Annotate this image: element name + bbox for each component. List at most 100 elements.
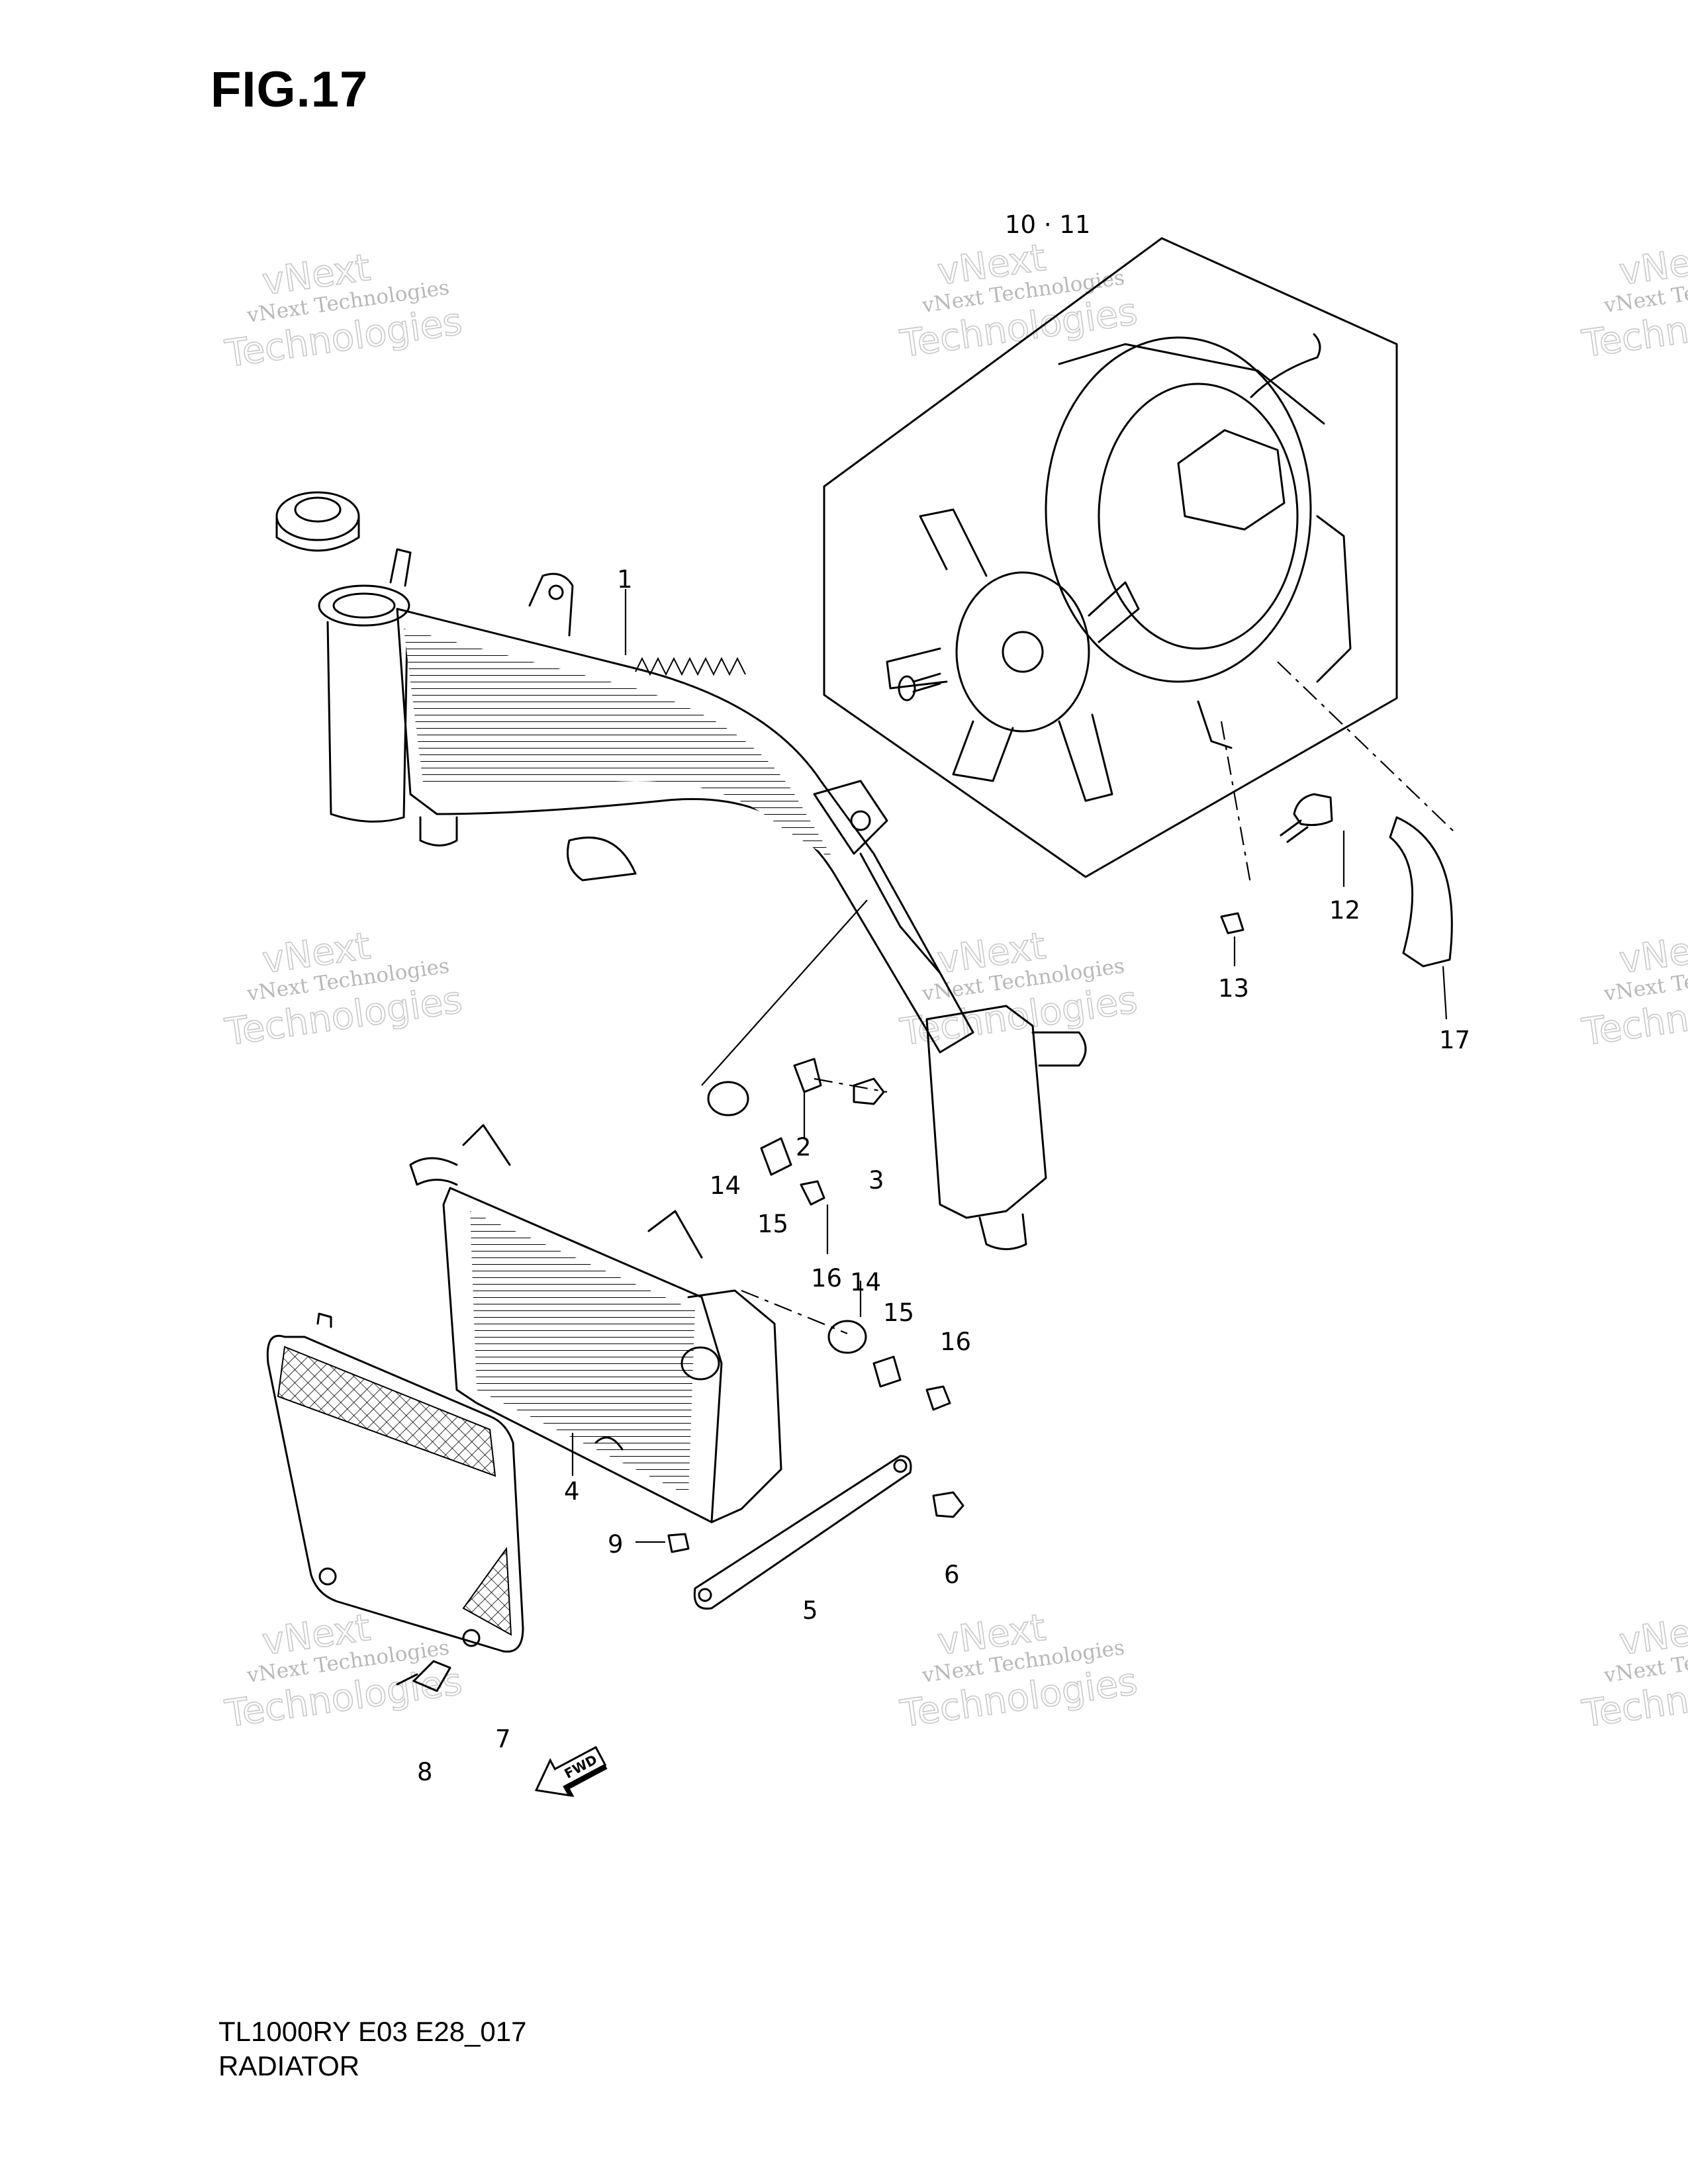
callout-13: 13 bbox=[1218, 974, 1249, 1003]
fan-blade-bottom-right bbox=[1058, 713, 1113, 802]
callout-5: 5 bbox=[802, 1596, 818, 1625]
callout-15-upper: 15 bbox=[757, 1210, 788, 1238]
grommet-leader-dash bbox=[741, 1289, 848, 1335]
watermark-2: vNext vNext Technologies Technologies bbox=[897, 236, 1141, 367]
grommet-14-lower bbox=[827, 1320, 867, 1354]
cooling-fan-group bbox=[823, 237, 1398, 878]
grille-mesh-top bbox=[277, 1345, 496, 1477]
callout-3: 3 bbox=[868, 1166, 884, 1195]
footer-section-name: RADIATOR bbox=[218, 2050, 360, 2081]
radiator-cap-outer bbox=[275, 491, 360, 541]
callout-labels: 1 2 3 4 5 6 7 8 9 10 · 11 12 13 14 15 16… bbox=[417, 210, 1470, 1786]
grille-mesh-bottom bbox=[462, 1547, 512, 1636]
left-tank bbox=[326, 621, 408, 823]
band-17-leader-dash bbox=[1277, 661, 1457, 835]
fan-wire-lead bbox=[1250, 333, 1321, 398]
upper-radiator-part-1 bbox=[275, 491, 1087, 1250]
fan-screw-head bbox=[898, 675, 916, 702]
filler-neck-inner bbox=[332, 592, 396, 619]
callout-16-upper: 16 bbox=[811, 1264, 842, 1293]
top-mounting-bracket bbox=[528, 572, 574, 637]
lower-side-bracket bbox=[567, 837, 637, 882]
fan-leg-bracket bbox=[1197, 700, 1233, 749]
nut-13 bbox=[1220, 912, 1244, 934]
right-mounting-bracket bbox=[813, 780, 888, 855]
stay-bracket bbox=[693, 1455, 912, 1610]
screw-8-tip bbox=[396, 1673, 418, 1686]
stay-bracket-part-5 bbox=[693, 1455, 912, 1610]
core-top-edge-teeth bbox=[635, 657, 746, 676]
fan-blade-center bbox=[1002, 631, 1044, 673]
right-tank-drain bbox=[978, 1213, 1027, 1250]
watermark-7: vNext vNext Technologies Technologies bbox=[222, 1606, 465, 1737]
screw-8 bbox=[412, 1660, 451, 1692]
footer-model-code: TL1000RY E03 E28_017 bbox=[218, 2016, 527, 2047]
lower-radiator-right-tank bbox=[687, 1289, 782, 1524]
callout-7: 7 bbox=[495, 1725, 511, 1753]
fwd-arrow-shadow bbox=[542, 1764, 608, 1797]
fan-blade-hub bbox=[955, 571, 1090, 733]
stay-bracket-hole-1 bbox=[698, 1588, 712, 1602]
fwd-arrow: FWD bbox=[534, 1746, 608, 1797]
radiator-cap-inner bbox=[294, 496, 342, 523]
mounting-hardware bbox=[701, 899, 951, 1411]
callout-14-lower: 14 bbox=[850, 1268, 881, 1297]
bracket-hole bbox=[548, 584, 564, 600]
callout-14-upper: 14 bbox=[710, 1171, 741, 1200]
watermark-6: vNext vNext Technologies Technologies bbox=[1579, 924, 1688, 1055]
grille-mount-hole-2 bbox=[462, 1629, 481, 1647]
watermark-8: vNext vNext Technologies Technologies bbox=[897, 1606, 1141, 1737]
lower-radiator-core bbox=[442, 1187, 723, 1524]
grommet-14-upper bbox=[707, 1081, 749, 1116]
watermark-5: vNext vNext Technologies Technologies bbox=[897, 924, 1141, 1055]
fan-blade-left bbox=[886, 647, 948, 690]
grille-frame bbox=[266, 1335, 524, 1653]
callout-15-lower: 15 bbox=[883, 1298, 914, 1327]
bolt-3 bbox=[853, 1077, 885, 1105]
bolt-6 bbox=[932, 1491, 964, 1518]
watermark-9: vNext vNext Technologies Technologies bbox=[1579, 1606, 1688, 1737]
collar-15-upper bbox=[760, 1137, 792, 1176]
leader-17 bbox=[1442, 966, 1448, 1020]
bracket-2 bbox=[793, 1058, 822, 1093]
watermark-3: vNext vNext Technologies Technologies bbox=[1579, 236, 1688, 367]
callout-leaders bbox=[571, 589, 1448, 1543]
nut-13-leader-dash bbox=[1220, 721, 1252, 887]
fan-shroud-top-edge bbox=[1058, 343, 1325, 425]
fan-shroud-outer bbox=[1045, 336, 1312, 683]
lower-radiator-top-bracket bbox=[462, 1124, 511, 1166]
band-17 bbox=[1389, 816, 1453, 968]
lower-radiator-mid-bracket bbox=[647, 1210, 703, 1259]
fan-fasteners bbox=[1220, 661, 1457, 968]
lower-radiator-part-4 bbox=[409, 1124, 782, 1524]
callout-4: 4 bbox=[564, 1477, 580, 1506]
callout-17: 17 bbox=[1439, 1026, 1470, 1054]
bolt-3-leader-dash bbox=[814, 1077, 888, 1093]
right-bracket-hole bbox=[850, 810, 871, 831]
radiator-fin-area bbox=[404, 629, 834, 860]
lower-radiator-fins bbox=[470, 1211, 695, 1496]
stay-bracket-hole-2 bbox=[893, 1459, 908, 1473]
core-lower-rail bbox=[859, 852, 941, 974]
lower-radiator-inlet-pipe bbox=[409, 1157, 458, 1186]
collar-15-lower bbox=[872, 1355, 902, 1388]
callout-6: 6 bbox=[944, 1561, 960, 1589]
callout-8: 8 bbox=[417, 1758, 433, 1786]
bolt-16-lower bbox=[925, 1385, 951, 1411]
fan-blade-top bbox=[919, 508, 988, 577]
lower-outlet-pipe bbox=[419, 816, 458, 846]
right-lower-tank bbox=[925, 1005, 1047, 1219]
watermark-4: vNext vNext Technologies Technologies bbox=[222, 924, 465, 1055]
fan-screw-shank bbox=[912, 672, 941, 693]
watermark-group: vNext vNext Technologies Technologies vN… bbox=[222, 236, 1688, 1737]
overflow-nipple bbox=[389, 548, 412, 587]
watermark-1: vNext vNext Technologies Technologies bbox=[222, 246, 465, 377]
callout-1: 1 bbox=[617, 565, 633, 594]
callout-9: 9 bbox=[608, 1530, 624, 1559]
radiator-grille-part-7 bbox=[266, 1312, 524, 1653]
lower-radiator-outlet bbox=[680, 1346, 720, 1381]
fan-blade-right bbox=[1088, 581, 1140, 643]
grommet-leader-line bbox=[701, 899, 868, 1086]
filler-neck bbox=[318, 584, 410, 627]
